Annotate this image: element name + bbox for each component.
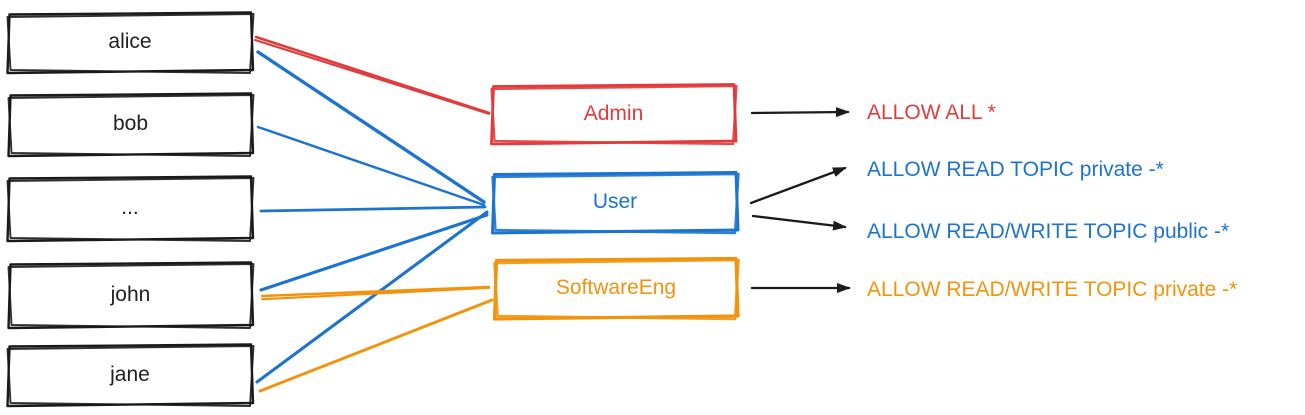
role-box-outline-2-stroke2 — [493, 258, 740, 321]
role-box-outline-1-stroke2 — [491, 172, 740, 235]
edge-john-softwareeng — [260, 285, 491, 298]
user-box-outline-0 — [6, 11, 255, 75]
user-box-outline-3 — [7, 261, 255, 330]
edge-bob-user — [256, 125, 486, 207]
user-box-outline-4-stroke2 — [6, 345, 255, 407]
arrow-user-allow-readwrite-public — [751, 214, 847, 231]
edge-john-softwareeng-stroke2 — [261, 286, 491, 301]
user-box-outline-2-stroke2 — [6, 177, 255, 242]
edge-alice-user — [256, 50, 486, 204]
arrow-admin-allow-all — [750, 107, 850, 118]
role-box-outline-2 — [492, 256, 740, 321]
role-box-outline-1 — [491, 171, 740, 235]
user-box-outline-3-stroke2 — [7, 263, 255, 329]
edge-jane-user — [255, 210, 489, 384]
user-box-outline-2 — [6, 175, 255, 243]
user-box-outline-1 — [7, 92, 255, 158]
edge-john-user — [259, 213, 489, 292]
edge-alice-admin-stroke2 — [253, 38, 490, 115]
role-box-outline-0 — [490, 83, 738, 146]
user-box-outline-4 — [6, 343, 255, 408]
role-box-outline-0-stroke2 — [490, 84, 738, 146]
edge-alice-admin — [254, 35, 491, 115]
arrow-user-allow-read-private — [749, 166, 847, 205]
user-box-outline-1-stroke2 — [7, 94, 255, 157]
user-box-outline-0-stroke2 — [6, 13, 255, 74]
edge-jane-softwareeng — [258, 298, 494, 393]
edge-ellipsis-user — [259, 205, 487, 213]
